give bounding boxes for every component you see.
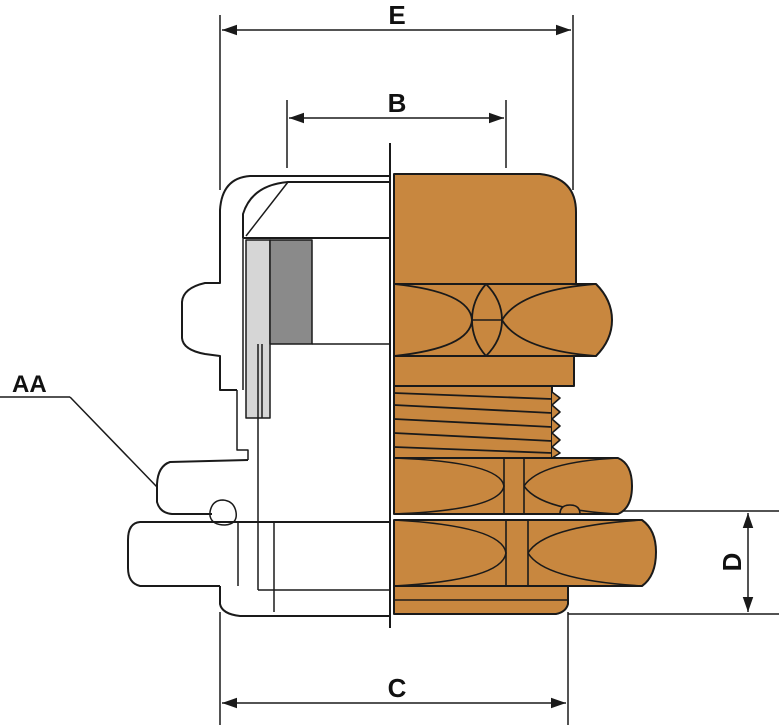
dimension-b-label: B [388, 88, 407, 118]
aa-callout: AA [0, 371, 158, 488]
o-ring-brass [559, 504, 581, 515]
dimension-c-label: C [388, 673, 407, 703]
locknut-hex [393, 519, 657, 587]
aa-label: AA [12, 371, 47, 398]
gland-brass-half [393, 173, 657, 615]
dome-cap [393, 173, 577, 285]
dimension-b: B [286, 88, 507, 168]
dimension-e-label: E [388, 0, 405, 30]
dimension-d: D [568, 510, 779, 615]
o-ring [209, 499, 238, 526]
body-hex [393, 457, 633, 515]
dimension-e: E [219, 0, 574, 190]
seal-dark [269, 239, 313, 345]
gland-section-half [127, 175, 390, 617]
dimension-c: C [219, 612, 569, 725]
dimension-d-label: D [717, 553, 747, 572]
